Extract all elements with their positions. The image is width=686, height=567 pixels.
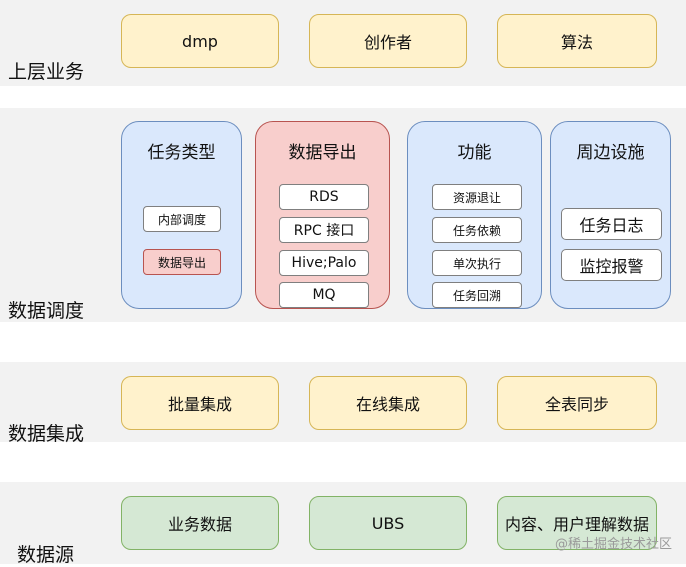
- online-integration-box: 在线集成: [309, 376, 467, 430]
- hive-palo-chip: Hive;Palo: [279, 250, 369, 276]
- rpc-interface-chip: RPC 接口: [279, 217, 369, 243]
- algorithm-box: 算法: [497, 14, 657, 68]
- task-backfill-chip: 任务回溯: [432, 282, 522, 308]
- data-scheduling-label: 数据调度: [8, 300, 85, 322]
- mq-chip: MQ: [279, 282, 369, 308]
- task-types-title: 任务类型: [147, 143, 216, 163]
- data-source-label: 数据源: [17, 544, 75, 566]
- task-dependency-chip: 任务依赖: [432, 217, 522, 243]
- task-log-chip: 任务日志: [561, 208, 662, 240]
- business-data-box: 业务数据: [121, 496, 279, 550]
- watermark: @稀土掘金技术社区: [554, 537, 672, 552]
- dmp-box: dmp: [121, 14, 279, 68]
- upper-business-label: 上层业务: [8, 61, 85, 83]
- functions-title: 功能: [457, 143, 492, 163]
- creator-box: 创作者: [309, 14, 467, 68]
- functions-panel: 功能 资源退让 任务依赖 单次执行 任务回溯: [407, 121, 542, 309]
- monitoring-alert-chip: 监控报警: [561, 249, 662, 281]
- ubs-box: UBS: [309, 496, 467, 550]
- data-integration-label: 数据集成: [8, 423, 85, 445]
- resource-yield-chip: 资源退让: [432, 184, 522, 210]
- content-user-understanding-box: 内容、用户理解数据: [497, 496, 657, 550]
- facilities-title: 周边设施: [576, 143, 645, 163]
- data-export-title: 数据导出: [288, 143, 357, 163]
- data-export-panel: 数据导出 RDS RPC 接口 Hive;Palo MQ: [255, 121, 390, 309]
- internal-scheduling-chip: 内部调度: [143, 206, 221, 232]
- full-table-sync-box: 全表同步: [497, 376, 657, 430]
- batch-integration-box: 批量集成: [121, 376, 279, 430]
- rds-chip: RDS: [279, 184, 369, 210]
- single-run-chip: 单次执行: [432, 250, 522, 276]
- data-export-chip: 数据导出: [143, 249, 221, 275]
- task-types-panel: 任务类型 内部调度 数据导出: [121, 121, 242, 309]
- facilities-panel: 周边设施 任务日志 监控报警: [550, 121, 671, 309]
